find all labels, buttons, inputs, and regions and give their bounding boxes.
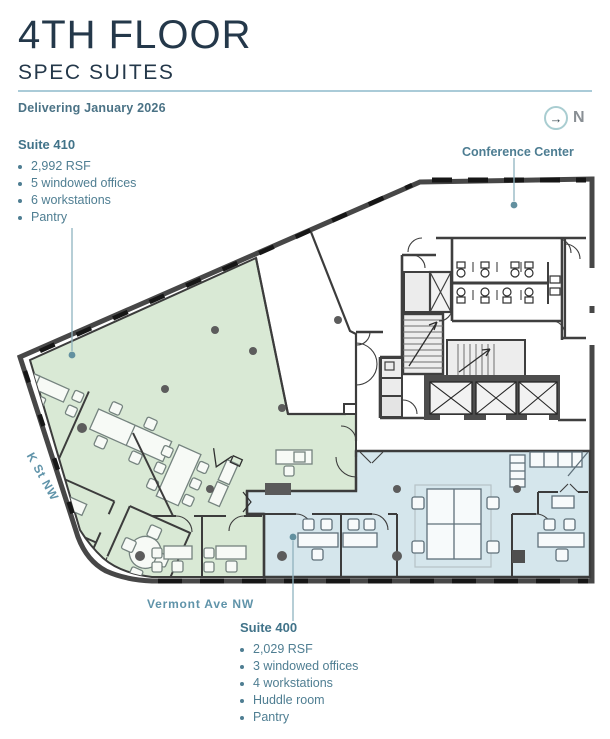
- north-indicator: → N: [544, 106, 585, 130]
- page-subtitle: SPEC SUITES: [18, 61, 175, 84]
- bullet-dot-icon: [18, 165, 22, 169]
- bullet-text: 5 windowed offices: [31, 176, 137, 190]
- core-doors: [402, 237, 581, 415]
- restrooms: [456, 261, 561, 304]
- bullet-text: 4 workstations: [253, 676, 333, 690]
- bullet-text: 6 workstations: [31, 193, 111, 207]
- columns: [77, 316, 521, 561]
- list-item: 3 windowed offices: [240, 658, 358, 675]
- elevator-bank: [424, 375, 560, 420]
- bullet-text: Huddle room: [253, 693, 325, 707]
- bullet-dot-icon: [240, 699, 244, 703]
- bullet-dot-icon: [240, 665, 244, 669]
- list-item: Pantry: [240, 709, 358, 726]
- bullet-dot-icon: [240, 648, 244, 652]
- entry-mat: [265, 483, 291, 495]
- bullet-dot-icon: [240, 716, 244, 720]
- bullet-dot-icon: [18, 182, 22, 186]
- bullet-text: 2,992 RSF: [31, 159, 91, 173]
- service-elevator: [428, 270, 453, 314]
- bullet-text: Pantry: [31, 210, 68, 224]
- suite-410-entry-door: [212, 448, 244, 468]
- north-label: N: [573, 109, 585, 126]
- list-item: Pantry: [18, 209, 136, 226]
- list-item: 6 workstations: [18, 192, 136, 209]
- bullet-text: 3 windowed offices: [253, 659, 359, 673]
- suite-400-bullets: 2,029 RSF 3 windowed offices 4 workstati…: [240, 641, 358, 726]
- header-divider: [18, 90, 592, 92]
- bullet-text: 2,029 RSF: [253, 642, 313, 656]
- suite-410-bullets: 2,992 RSF 5 windowed offices 6 workstati…: [18, 158, 136, 226]
- list-item: 2,992 RSF: [18, 158, 136, 175]
- suite-400-legend: Suite 400 2,029 RSF 3 windowed offices 4…: [240, 620, 358, 726]
- list-item: 2,029 RSF: [240, 641, 358, 658]
- vacant-suite-walls: [254, 231, 383, 416]
- bullet-dot-icon: [18, 199, 22, 203]
- suite-400-furniture: [297, 451, 589, 568]
- page-title: 4TH FLOOR: [18, 13, 252, 57]
- right-wall-window-recess: [589, 268, 595, 345]
- suite-410-title: Suite 410: [18, 137, 76, 152]
- bullet-dot-icon: [18, 216, 22, 220]
- list-item: 5 windowed offices: [18, 175, 136, 192]
- conference-entry-doors: [355, 331, 378, 386]
- delivery-date: Delivering January 2026: [18, 101, 166, 115]
- header: 4TH FLOOR SPEC SUITES: [18, 14, 251, 85]
- core-rooms: [380, 271, 431, 418]
- core: [378, 236, 586, 422]
- suite-410-lower-band: [132, 432, 313, 577]
- stairwell-1: [401, 312, 445, 376]
- windows: [22, 177, 588, 584]
- suite-410-legend: Suite 410 2,992 RSF 5 windowed offices 6…: [18, 137, 136, 226]
- list-item: 4 workstations: [240, 675, 358, 692]
- bullet-dot-icon: [240, 682, 244, 686]
- suite-400-interior: [247, 414, 589, 577]
- street-label-vermont: Vermont Ave NW: [147, 597, 254, 611]
- north-arrow-icon: →: [544, 106, 568, 130]
- suite-400-title: Suite 400: [240, 620, 298, 635]
- leader-lines: [68, 158, 518, 621]
- list-item: Huddle room: [240, 692, 358, 709]
- bullet-text: Pantry: [253, 710, 290, 724]
- conference-center-label: Conference Center: [462, 145, 574, 159]
